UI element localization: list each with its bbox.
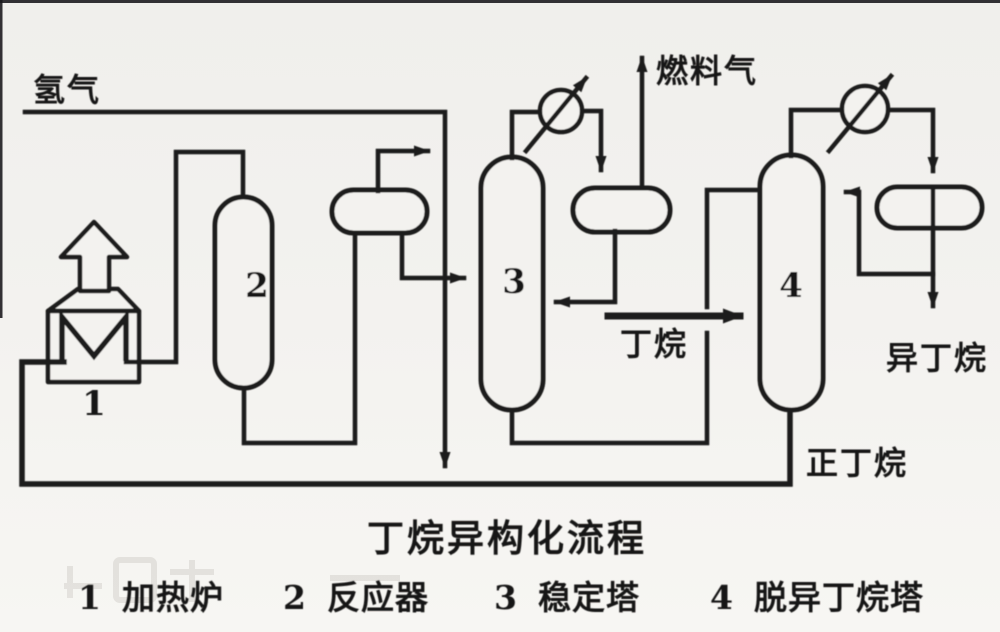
separator-drum-1 (329, 187, 430, 236)
condenser2-to-drum3-pipe (886, 107, 939, 174)
legend-num: 1 (78, 578, 102, 617)
reflux-drum-3 (874, 184, 985, 231)
stabilizer-number: 3 (502, 262, 526, 302)
photo-left-edge (0, 0, 3, 318)
condenser-1-arrow (522, 74, 590, 155)
drum1-gas-pipe (375, 145, 431, 194)
stabilizer-overhead-pipe (509, 109, 541, 161)
stabilizer-bottoms-pipe-b (704, 187, 761, 310)
legend-label: 加热炉 (122, 578, 224, 617)
legend-num: 2 (283, 578, 307, 617)
recycle-pipe (19, 359, 793, 487)
condenser1-to-drum2-pipe (581, 108, 607, 173)
stabilizer-bottoms-pipe-a (509, 330, 710, 446)
deisobutanizer-number: 4 (779, 266, 803, 306)
legend-item-furnace: 1 加热炉 (78, 578, 224, 617)
deisobutanizer-reflux-pipe (843, 186, 936, 277)
diagram-title: 丁烷异构化流程 (367, 516, 647, 560)
legend-label: 反应器 (327, 578, 429, 617)
photo-top-edge (0, 0, 1000, 3)
legend-item-reactor: 2 反应器 (283, 578, 429, 617)
furnace-to-reactor-pipe (123, 149, 246, 365)
reactor-number: 2 (245, 266, 269, 306)
reactor-bottoms-pipe (241, 232, 358, 446)
legend-label: 脱异丁烷塔 (754, 578, 924, 617)
furnace-coil-icon (59, 309, 129, 361)
fuel-gas-label: 燃料气 (656, 52, 758, 90)
n-butane-label: 正丁烷 (806, 444, 908, 482)
watermark-artifact (64, 557, 400, 603)
legend-label: 稳定塔 (538, 578, 640, 617)
furnace-stack-arrow-icon (58, 219, 130, 294)
legend-num: 3 (494, 578, 518, 617)
legend-item-deisobutanizer: 4 脱异丁烷塔 (710, 578, 924, 617)
hydrogen-label: 氢气 (33, 71, 101, 109)
reflux-drum-2 (570, 185, 673, 235)
legend-num: 4 (710, 578, 734, 617)
hydrogen-pipe (22, 109, 451, 469)
isobutane-label: 异丁烷 (886, 339, 988, 377)
piping (19, 55, 939, 487)
legend: 1 加热炉 2 反应器 3 稳定塔 4 脱异丁烷塔 (78, 578, 924, 617)
stabilizer-feed-pipe (399, 231, 467, 284)
deisobutanizer-overhead-pipe (788, 107, 843, 159)
stabilizer-reflux-pipe (553, 228, 618, 308)
condenser-2-arrow (825, 72, 895, 155)
legend-item-stabilizer: 3 稳定塔 (494, 578, 640, 617)
butane-label: 丁烷 (620, 325, 688, 363)
furnace-number: 1 (82, 384, 106, 424)
